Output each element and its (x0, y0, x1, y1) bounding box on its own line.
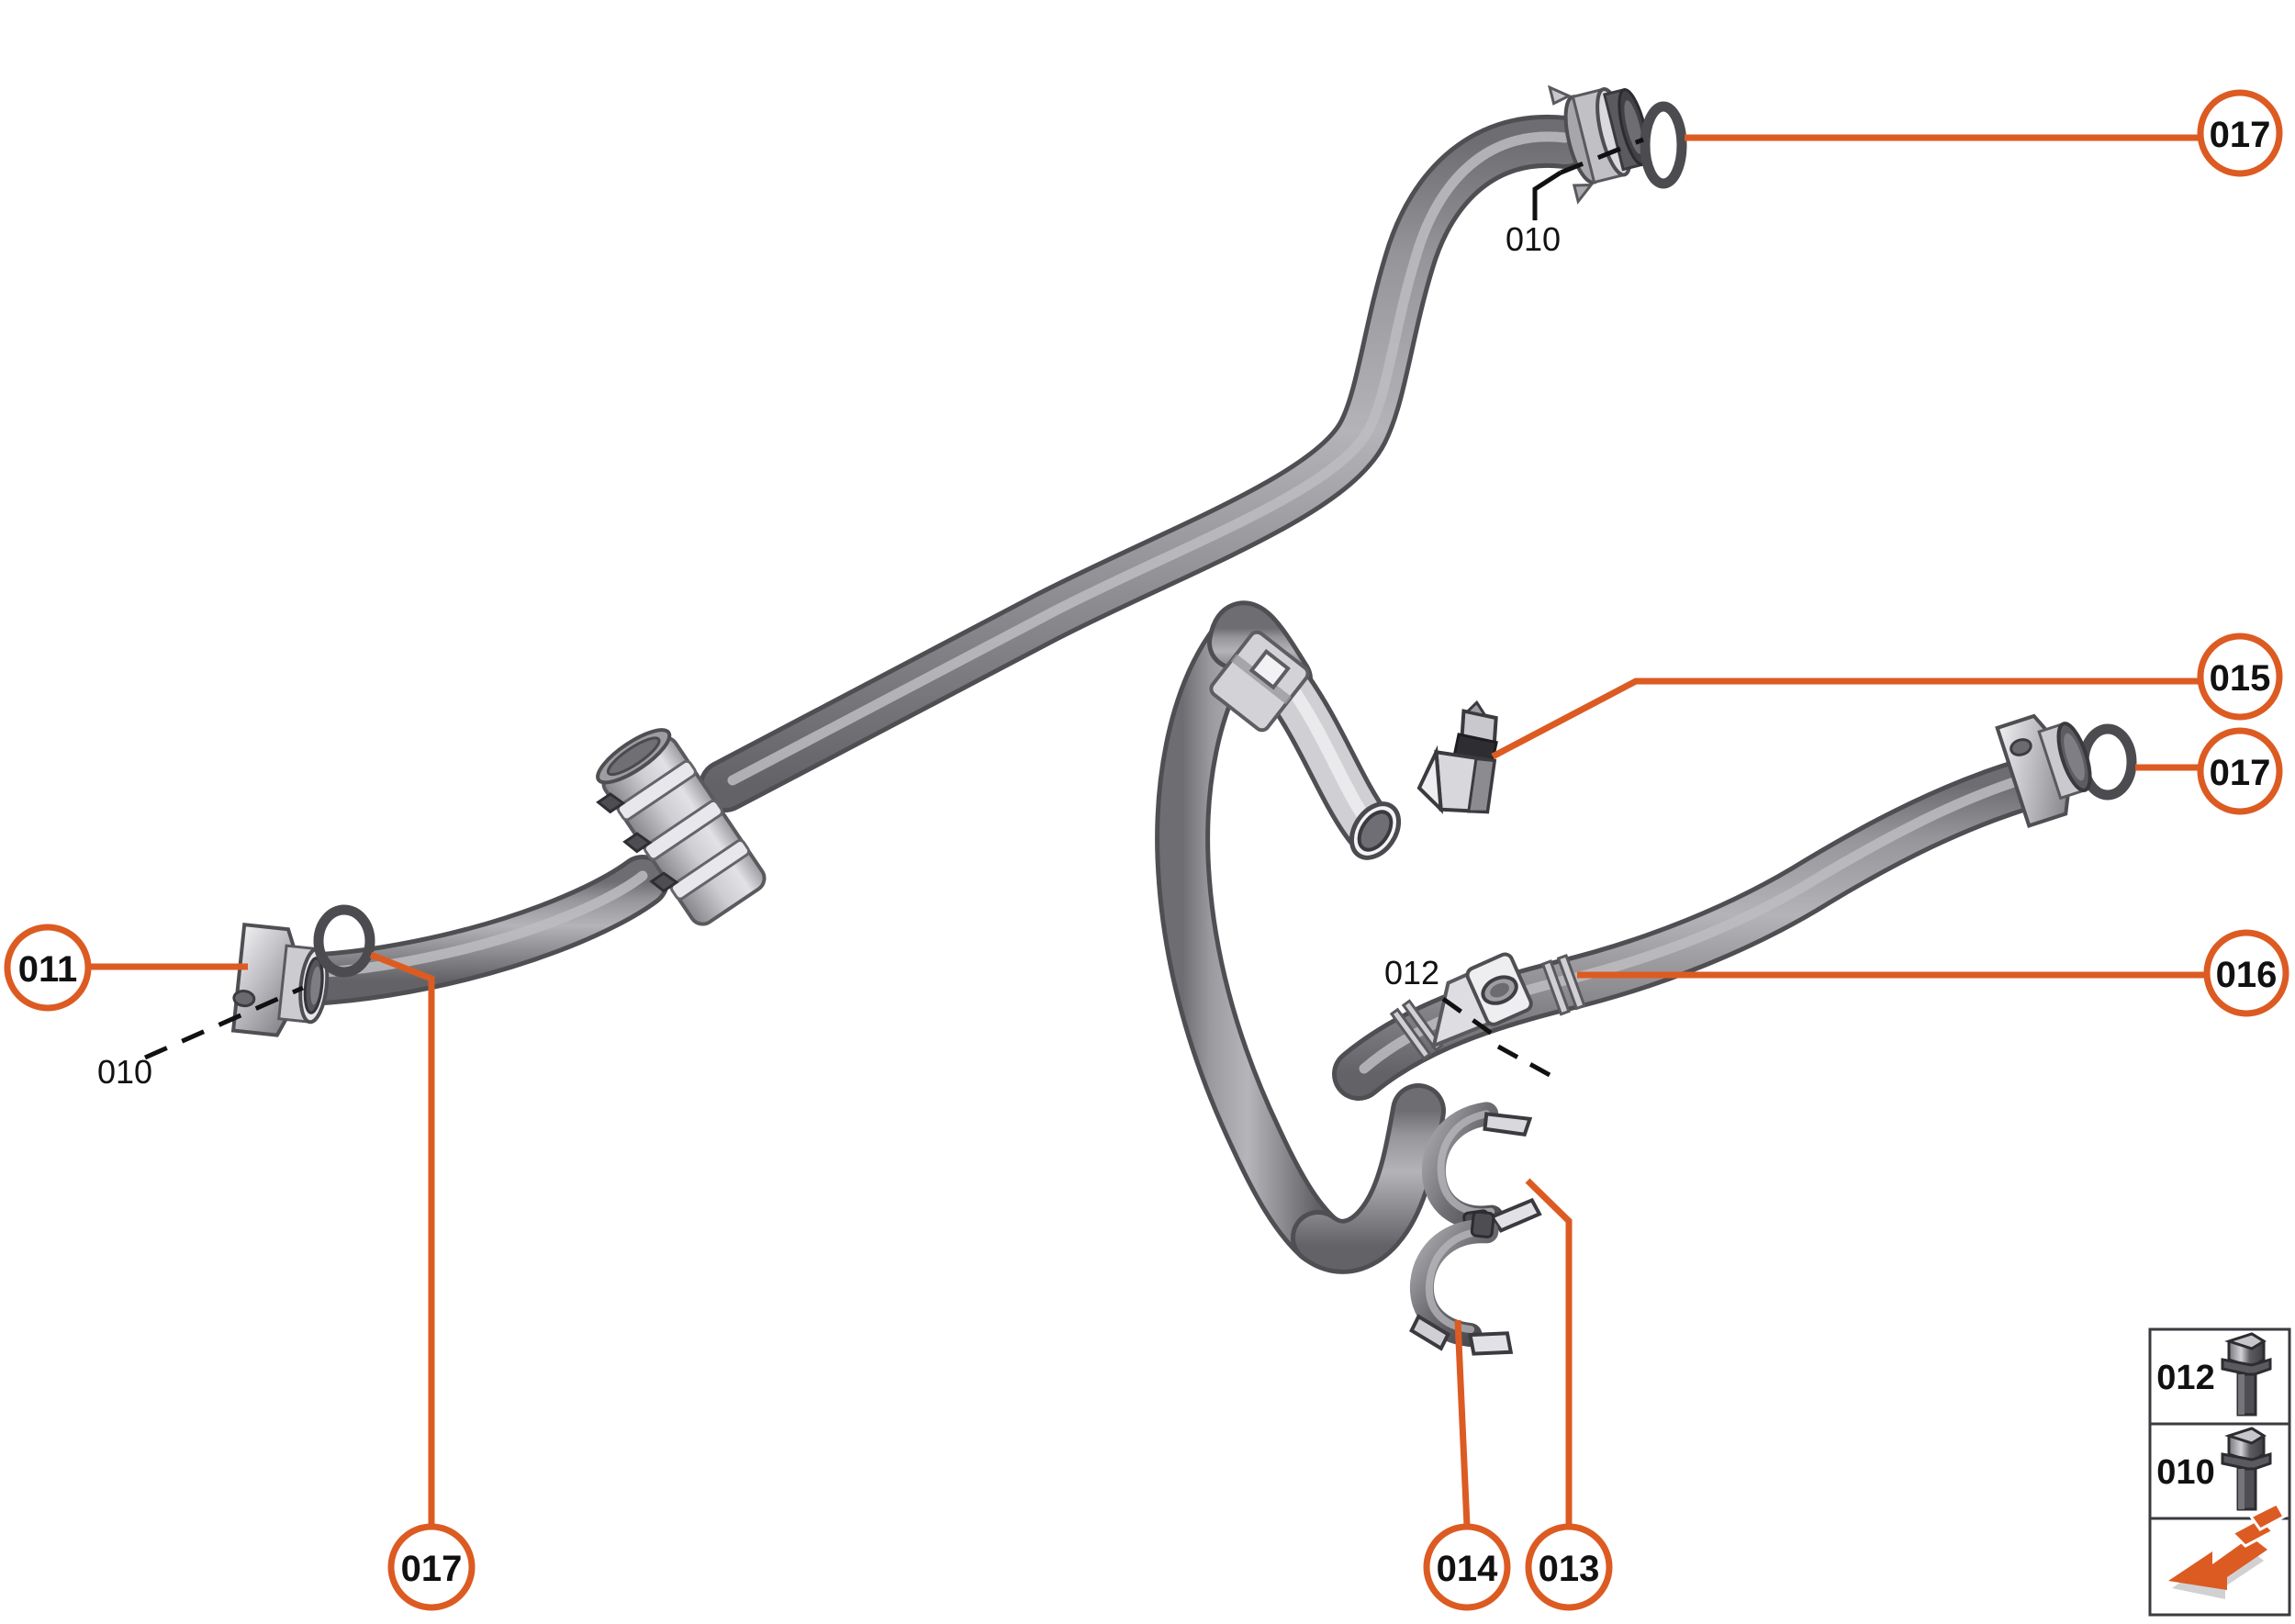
dash-010-top (1532, 170, 1562, 220)
pipe-mounting-bracket (1431, 952, 1533, 1049)
long-egr-pipe-part-011 (230, 84, 1650, 1037)
dash-012-b (1496, 1044, 1553, 1079)
pipe-clip-part-014 (1409, 1210, 1514, 1356)
legend-row-010: 010 (2156, 1427, 2272, 1511)
callout-016[interactable]: 016 (2203, 929, 2289, 1017)
leader-013 (1525, 1178, 1573, 1526)
callout-011[interactable]: 011 (4, 924, 92, 1012)
long-pipe-left-flange (230, 922, 330, 1037)
callout-label: 013 (1539, 1549, 1600, 1589)
callout-label: 017 (2210, 753, 2271, 793)
callout-015[interactable]: 015 (2197, 633, 2283, 721)
leader-014 (1454, 1319, 1471, 1527)
o-ring-017-top (1640, 101, 1687, 189)
bolt-icon (2221, 1427, 2272, 1511)
dash-012-a (1441, 996, 1496, 1038)
o-ring-017-left (313, 904, 375, 978)
temperature-sensor-part-015 (1416, 700, 1498, 814)
callout-label: 011 (18, 949, 78, 990)
flex-bellows-section (596, 728, 767, 926)
short-pipe-right-flange (1995, 713, 2092, 828)
long-pipe-top-flange (1547, 84, 1650, 205)
dash-010-top-b (1560, 137, 1644, 175)
short-egr-pipe-part-016 (1332, 713, 2092, 1101)
callout-017-right[interactable]: 017 (2197, 727, 2283, 815)
legend-label: 010 (2156, 1453, 2214, 1492)
callout-label: 014 (1437, 1549, 1498, 1589)
reference-label-010-left: 010 (97, 1053, 152, 1091)
bolt-icon (2221, 1332, 2272, 1417)
direction-arrow-icon (2168, 1502, 2287, 1599)
callout-label: 017 (2210, 115, 2271, 155)
leader-015 (1491, 678, 2200, 760)
legend-label: 012 (2156, 1359, 2214, 1397)
reference-label-010-top: 010 (1506, 220, 1561, 258)
callout-label: 016 (2216, 955, 2278, 995)
callout-013[interactable]: 013 (1525, 1523, 1613, 1611)
dash-010-left (143, 985, 305, 1060)
reference-label-012: 012 (1384, 954, 1439, 991)
branch-u-pipe (1155, 600, 1446, 1274)
callout-017-top[interactable]: 017 (2197, 89, 2283, 177)
callout-014[interactable]: 014 (1423, 1523, 1511, 1611)
leader-017-bottom (369, 951, 435, 1526)
callout-label: 015 (2210, 658, 2271, 699)
legend-row-012: 012 (2156, 1332, 2272, 1417)
callout-label: 017 (401, 1549, 463, 1589)
branch-clamp-ring (1209, 630, 1310, 733)
callout-017-bottom[interactable]: 017 (387, 1523, 476, 1611)
legend-box: 012 010 (2148, 1327, 2291, 1617)
legend-row-direction (2168, 1502, 2287, 1599)
